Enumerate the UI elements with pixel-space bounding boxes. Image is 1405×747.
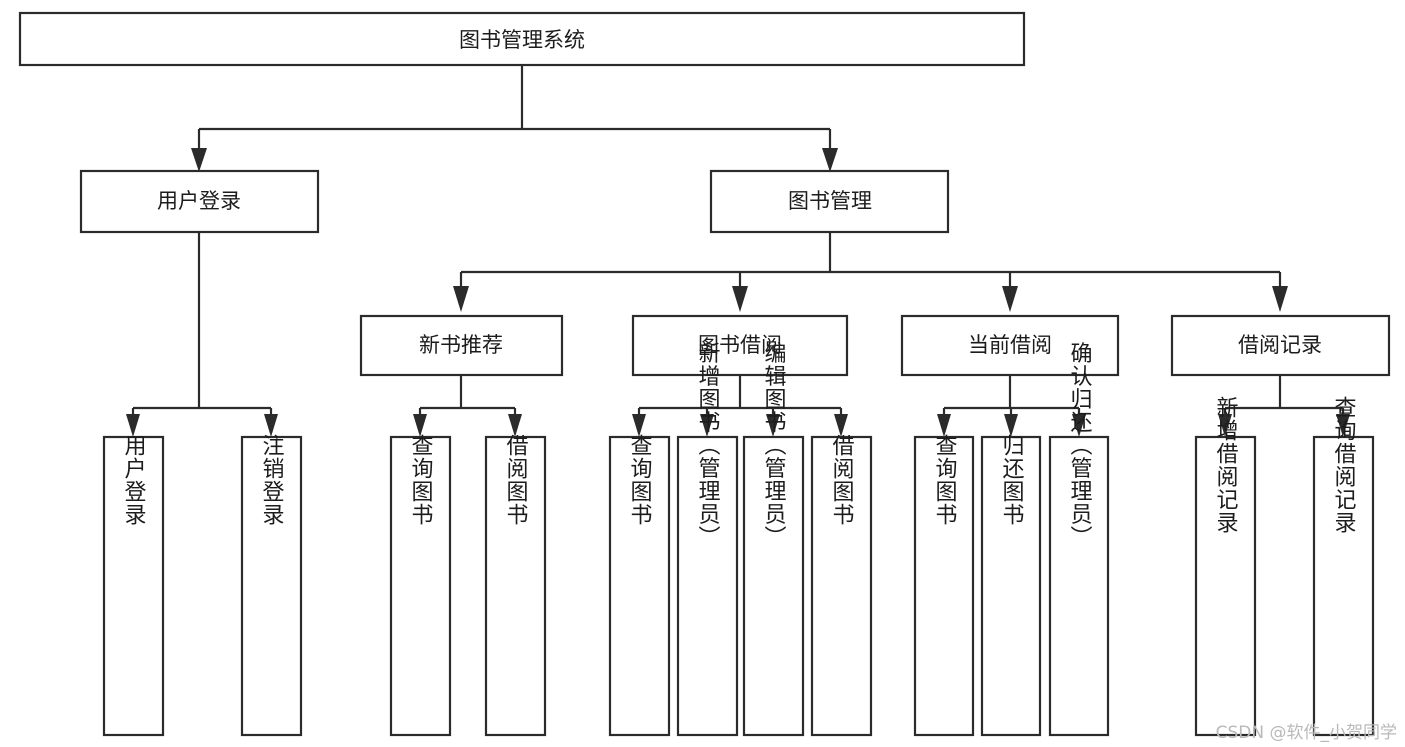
leaf-borrow-book-1-label: 借阅图书 [503, 434, 529, 526]
leaf-node-logout[interactable]: 注销登录 [240, 434, 303, 737]
leaf-node-borrow-book-2[interactable]: 借阅图书 [810, 434, 873, 737]
arrow-head-leaf-borrow-book-1 [508, 414, 522, 437]
leaf-return-book-box[interactable] [980, 435, 1042, 737]
arrow-head-borrow-record [1272, 286, 1288, 312]
leaf-confirm-return-label: 确认归还（管理员） [1067, 342, 1093, 549]
node-book-management[interactable]: 图书管理 [709, 169, 950, 234]
arrow-head-leaf-add-record [1218, 414, 1232, 437]
node-current-borrow-label: 当前借阅 [968, 333, 1052, 357]
arrow-head-book-borrow [732, 286, 748, 312]
leaf-add-record-box[interactable] [1194, 435, 1257, 737]
leaf-node-edit-book[interactable]: 编辑图书（管理员） [742, 342, 805, 737]
node-user-login-box[interactable] [79, 169, 320, 234]
leaf-logout-label: 注销登录 [259, 434, 285, 526]
arrow-head-leaf-logout [264, 414, 278, 437]
node-current-borrow[interactable]: 当前借阅 [900, 314, 1120, 377]
arrow-head-leaf-query-book-2 [632, 414, 646, 437]
arrow-head-leaf-edit-book [766, 414, 780, 437]
arrow-head-leaf-query-record [1336, 414, 1350, 437]
leaf-query-book-3-label: 查询图书 [932, 434, 958, 526]
node-root-book-management-system[interactable]: 图书管理系统 [18, 11, 1026, 67]
leaf-confirm-return-box[interactable] [1048, 435, 1110, 737]
node-new-book-recommend-box[interactable] [359, 314, 564, 377]
leaf-node-return-book[interactable]: 归还图书 [980, 434, 1042, 737]
arrow-head-leaf-query-book-1 [413, 414, 427, 437]
leaf-borrow-book-2-box[interactable] [810, 435, 873, 737]
node-user-login-label: 用户登录 [157, 189, 241, 213]
node-book-management-label: 图书管理 [788, 189, 872, 213]
leaf-node-confirm-return[interactable]: 确认归还（管理员） [1048, 342, 1110, 737]
leaf-add-record-label: 新增借阅记录 [1213, 396, 1239, 534]
leaf-add-book-box[interactable] [676, 435, 739, 737]
leaf-borrow-book-2-label: 借阅图书 [829, 434, 855, 526]
leaf-query-book-2-label: 查询图书 [627, 434, 653, 526]
leaf-node-add-record[interactable]: 新增借阅记录 [1194, 396, 1257, 737]
arrow-head-book-management [822, 148, 838, 172]
arrow-head-leaf-user-login [126, 414, 140, 437]
leaf-logout-box[interactable] [240, 435, 303, 737]
connector-layer [126, 65, 1350, 437]
node-book-borrow-label: 图书借阅 [698, 333, 782, 357]
leaf-borrow-book-1-box[interactable] [484, 435, 547, 737]
leaf-node-add-book[interactable]: 新增图书（管理员） [676, 342, 739, 737]
leaf-node-borrow-book-1[interactable]: 借阅图书 [484, 434, 547, 737]
leaf-edit-book-box[interactable] [742, 435, 805, 737]
arrow-head-leaf-return-book [1004, 414, 1018, 437]
leaf-query-record-label: 查询借阅记录 [1331, 396, 1357, 534]
node-root-box[interactable] [18, 11, 1026, 67]
leaf-node-query-record[interactable]: 查询借阅记录 [1312, 396, 1375, 737]
leaf-user-login-label: 用户登录 [121, 434, 147, 526]
leaf-edit-book-label: 编辑图书（管理员） [761, 342, 787, 549]
node-borrow-record-label: 借阅记录 [1238, 333, 1322, 357]
node-new-book-recommend[interactable]: 新书推荐 [359, 314, 564, 377]
leaf-add-book-label: 新增图书（管理员） [695, 342, 721, 549]
arrow-head-leaf-query-book-3 [937, 414, 951, 437]
node-user-login[interactable]: 用户登录 [79, 169, 320, 234]
arrow-head-leaf-add-book [700, 414, 714, 437]
node-new-book-recommend-label: 新书推荐 [419, 333, 503, 357]
arrow-head-new-book-recommend [453, 286, 469, 312]
node-book-borrow-box[interactable] [631, 314, 849, 377]
leaf-node-query-book-3[interactable]: 查询图书 [913, 434, 975, 737]
node-borrow-record-box[interactable] [1170, 314, 1391, 377]
node-current-borrow-box[interactable] [900, 314, 1120, 377]
node-book-management-box[interactable] [709, 169, 950, 234]
leaf-user-login-box[interactable] [102, 435, 165, 737]
arrow-head-leaf-borrow-book-2 [834, 414, 848, 437]
arrow-head-current-borrow [1002, 286, 1018, 312]
node-borrow-record[interactable]: 借阅记录 [1170, 314, 1391, 377]
arrow-head-leaf-confirm-return [1072, 414, 1086, 437]
leaf-query-book-1-label: 查询图书 [408, 434, 434, 526]
leaf-node-query-book-1[interactable]: 查询图书 [389, 434, 452, 737]
arrow-head-user-login [191, 148, 207, 172]
node-book-borrow[interactable]: 图书借阅 [631, 314, 849, 377]
leaf-query-book-2-box[interactable] [608, 435, 671, 737]
leaf-node-user-login[interactable]: 用户登录 [102, 434, 165, 737]
leaf-node-query-book-2[interactable]: 查询图书 [608, 434, 671, 737]
leaf-query-book-1-box[interactable] [389, 435, 452, 737]
node-root-label: 图书管理系统 [459, 28, 585, 52]
leaf-query-record-box[interactable] [1312, 435, 1375, 737]
leaf-return-book-label: 归还图书 [999, 434, 1025, 526]
leaf-query-book-3-box[interactable] [913, 435, 975, 737]
